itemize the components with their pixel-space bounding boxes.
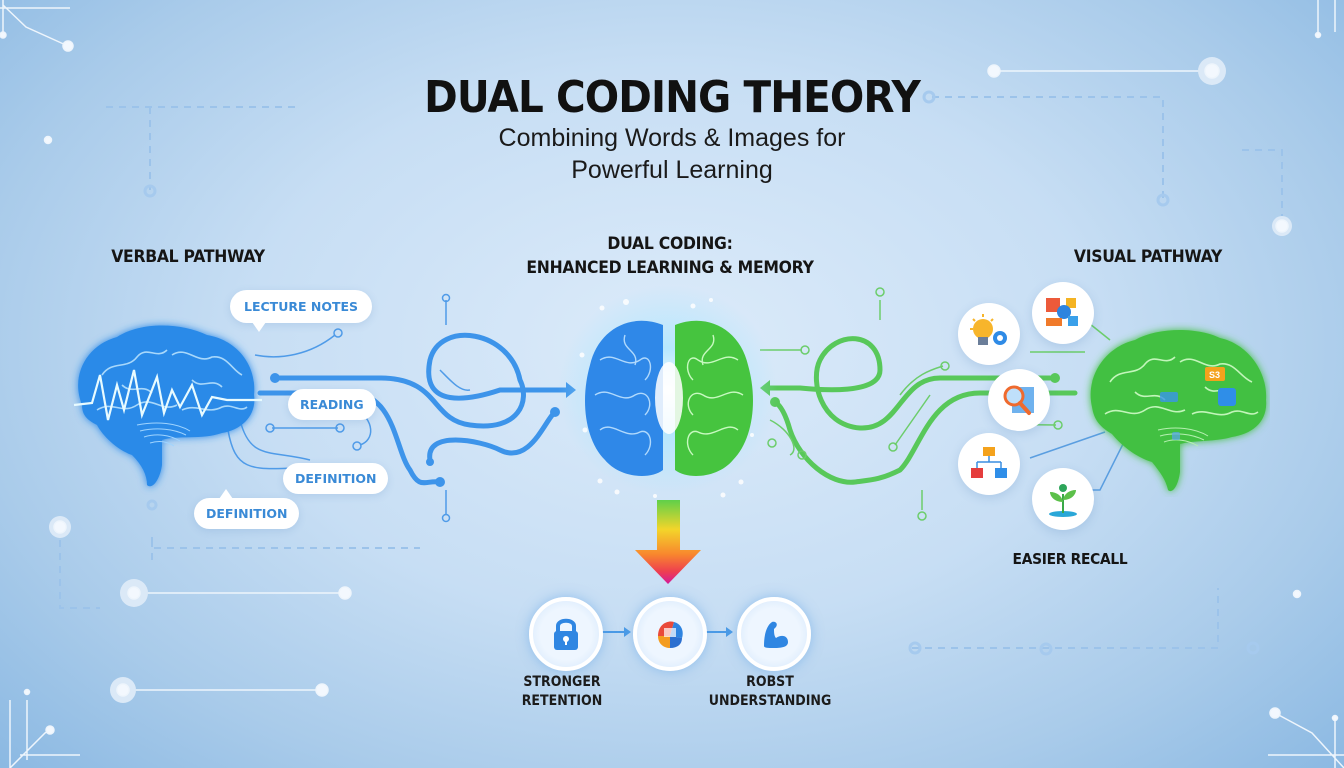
magnifier-icon (1003, 385, 1034, 415)
diagram-shapes-icon (1046, 298, 1078, 326)
stronger-retention-label: STRONGER RETENTION (521, 674, 603, 709)
integration-circle (633, 597, 707, 671)
split-brain-icon (585, 320, 753, 476)
green-brain-icon: S3 (1090, 330, 1267, 492)
diagram-shapes-bubble (1032, 282, 1094, 344)
center-heading-line-2: ENHANCED LEARNING & MEMORY (526, 258, 814, 278)
page-subtitle: Combining Words & Images for Powerful Le… (0, 122, 1344, 186)
center-heading: DUAL CODING: ENHANCED LEARNING & MEMORY (486, 232, 854, 280)
visual-flow-lines (767, 336, 1078, 485)
flexed-arm-icon (764, 621, 788, 648)
page-title: DUAL CODING THEORY (424, 72, 921, 123)
magnifier-bubble (988, 369, 1050, 431)
sprout-icon (1049, 484, 1077, 517)
definition-label-1: DEFINITION (283, 463, 389, 494)
flowchart-icon (971, 447, 1007, 478)
gradient-down-arrow-icon (635, 500, 701, 584)
lock-icon (554, 618, 578, 650)
easier-recall-caption: EASIER RECALL (1012, 550, 1128, 568)
svg-text:S3: S3 (1209, 370, 1220, 380)
lecture-notes-label: LECTURE NOTES (230, 290, 373, 332)
subtitle-line-1: Combining Words & Images for (498, 124, 846, 152)
sprout-bubble (1032, 468, 1094, 530)
robust-understanding-label: ROBST UNDERSTANDING (708, 674, 832, 709)
definition-label-2: DEFINITION (194, 489, 300, 529)
stronger-retention-circle (529, 597, 603, 671)
verbal-pathway-heading: VERBAL PATHWAY (111, 247, 265, 267)
visual-pathway-heading: VISUAL PATHWAY (1073, 247, 1223, 267)
lightbulb-gear-icon (970, 314, 1007, 345)
blue-brain-icon (73, 325, 262, 487)
subtitle-line-2: Powerful Learning (571, 156, 773, 184)
center-heading-line-1: DUAL CODING: (607, 234, 733, 254)
robust-understanding-circle (737, 597, 811, 671)
colorful-head-icon (658, 621, 683, 648)
reading-label: READING (288, 389, 376, 420)
lightbulb-gear-bubble (958, 303, 1020, 365)
flowchart-bubble (958, 433, 1020, 495)
